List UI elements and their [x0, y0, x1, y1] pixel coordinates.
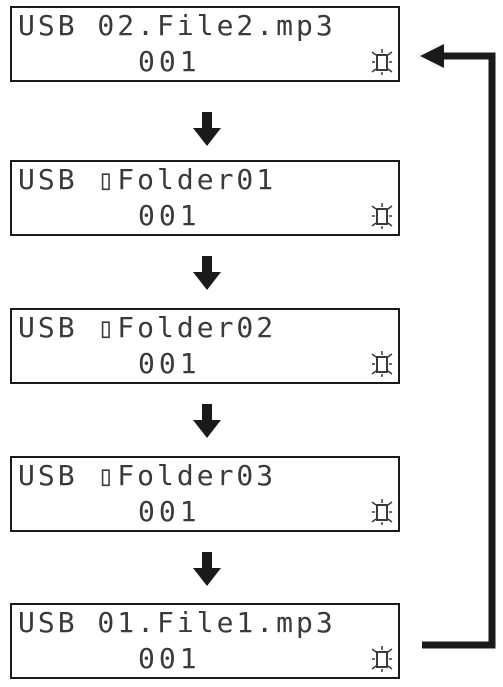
lcd-display-3: USB ▯Folder02 001: [10, 308, 400, 384]
down-arrow-icon: [193, 404, 221, 438]
lcd-display-5: USB 01.File1.mp3 001: [10, 603, 400, 679]
lcd-line-2: 001: [138, 45, 201, 78]
down-arrow-icon: [193, 552, 221, 586]
lcd-line-2: 001: [138, 642, 201, 675]
blinking-cursor-icon: [371, 499, 393, 525]
blinking-cursor-icon: [371, 203, 393, 229]
lcd-line-1: USB 01.File1.mp3: [18, 606, 336, 639]
down-arrow-icon: [193, 112, 221, 146]
lcd-line-2: 001: [138, 199, 201, 232]
lcd-line-2: 001: [138, 495, 201, 528]
lcd-line-2: 001: [138, 347, 201, 380]
lcd-display-2: USB ▯Folder01 001: [10, 160, 400, 236]
lcd-line-1: USB ▯Folder01: [18, 163, 277, 196]
down-arrow-icon: [193, 256, 221, 290]
blinking-cursor-icon: [371, 49, 393, 75]
lcd-line-1: USB 02.File2.mp3: [18, 9, 336, 42]
lcd-line-1: USB ▯Folder03: [18, 459, 277, 492]
blinking-cursor-icon: [371, 646, 393, 672]
lcd-display-1: USB 02.File2.mp3 001: [10, 6, 400, 82]
lcd-line-1: USB ▯Folder02: [18, 311, 277, 344]
lcd-display-4: USB ▯Folder03 001: [10, 456, 400, 532]
blinking-cursor-icon: [371, 351, 393, 377]
